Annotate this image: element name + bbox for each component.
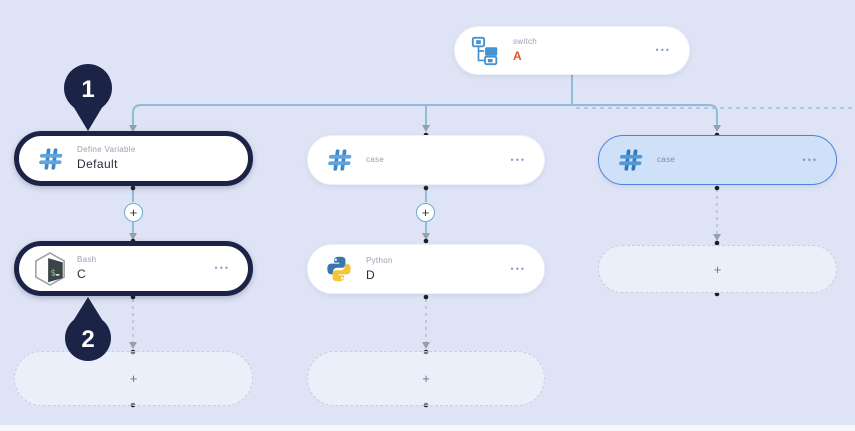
plus-icon: +: [422, 371, 430, 386]
node-define-variable[interactable]: Define Variable Default: [14, 131, 253, 186]
python-icon: [322, 255, 356, 283]
node-case-right[interactable]: case •••: [598, 135, 837, 185]
node-type-label: Bash: [77, 255, 97, 264]
switch-icon: [469, 36, 503, 66]
placeholder-node[interactable]: +: [14, 351, 253, 406]
node-bash[interactable]: $ Bash C •••: [14, 241, 253, 296]
hash-icon: [33, 146, 67, 172]
add-node-button[interactable]: +: [124, 203, 143, 222]
more-options-icon[interactable]: •••: [214, 263, 230, 273]
more-options-icon[interactable]: •••: [655, 45, 671, 55]
node-type-label: case: [366, 155, 385, 164]
canvas-bottom-edge: [0, 425, 855, 431]
node-case-middle[interactable]: case •••: [307, 135, 545, 185]
node-python[interactable]: Python D •••: [307, 244, 545, 294]
node-switch[interactable]: switch A •••: [454, 26, 690, 75]
add-node-button[interactable]: +: [416, 203, 435, 222]
more-options-icon[interactable]: •••: [802, 154, 818, 165]
annotation-marker-1: 1: [64, 64, 112, 131]
hash-icon: [322, 147, 356, 173]
node-type-label: switch: [513, 37, 538, 46]
node-value: C: [77, 267, 87, 281]
more-options-icon[interactable]: •••: [510, 263, 526, 274]
node-type-label: case: [657, 155, 676, 164]
more-options-icon[interactable]: •••: [510, 154, 526, 165]
plus-icon: +: [129, 371, 138, 386]
node-type-label: Define Variable: [77, 145, 136, 154]
marker-number: 2: [81, 326, 94, 353]
marker-number: 1: [81, 76, 94, 103]
node-type-label: Python: [366, 255, 393, 265]
bash-icon: $: [33, 251, 67, 287]
svg-text:$: $: [50, 268, 55, 278]
placeholder-node[interactable]: +: [307, 351, 545, 406]
placeholder-node[interactable]: +: [598, 245, 837, 293]
node-value: D: [366, 267, 376, 282]
node-value: Default: [77, 157, 118, 171]
plus-icon: +: [713, 261, 722, 277]
node-value: A: [513, 49, 523, 63]
hash-icon: [613, 147, 647, 173]
